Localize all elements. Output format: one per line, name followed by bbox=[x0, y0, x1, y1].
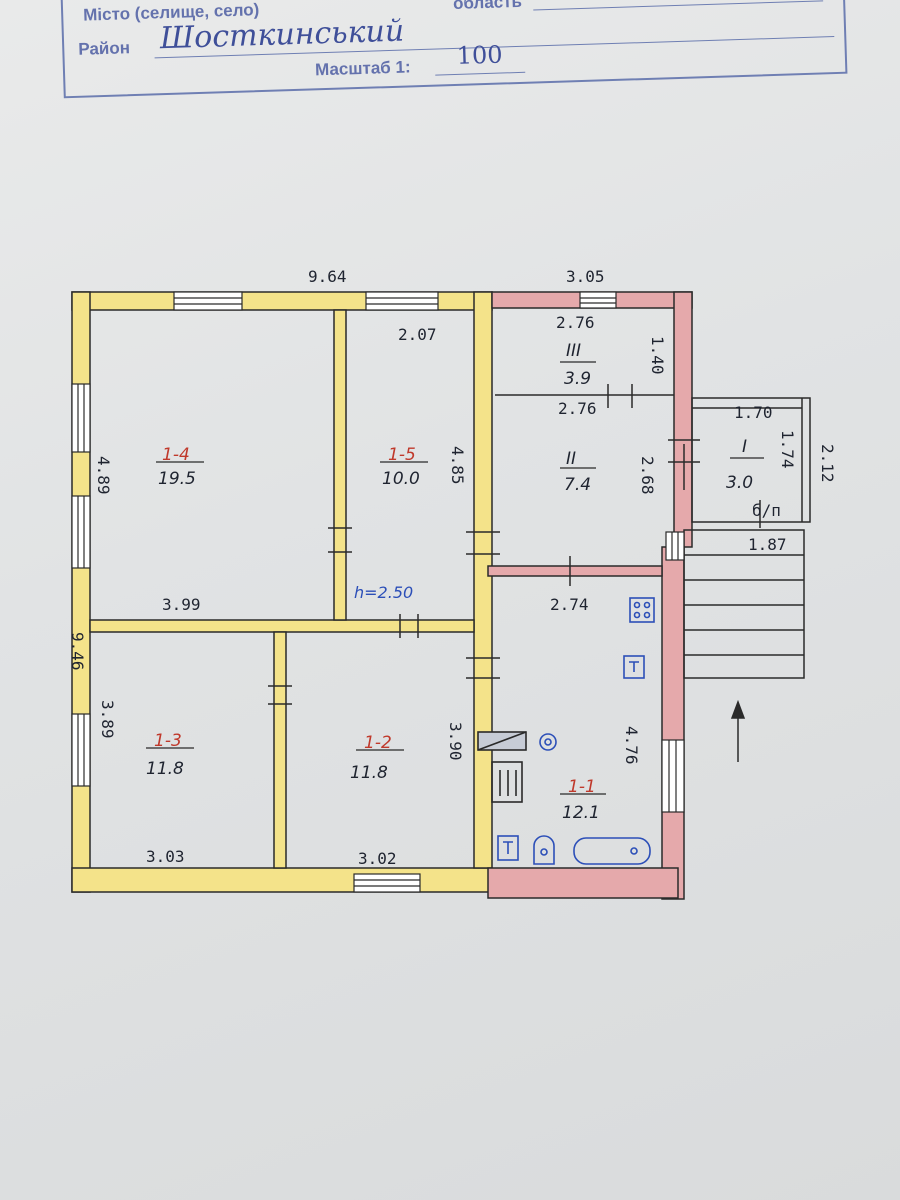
dim-3-90: 3.90 bbox=[446, 722, 465, 761]
dim-4-85: 4.85 bbox=[448, 446, 467, 485]
room-I-area: 3.0 bbox=[726, 473, 753, 493]
dim-2-68: 2.68 bbox=[638, 456, 657, 495]
stove-icon bbox=[629, 597, 655, 623]
room-I-id: I bbox=[742, 437, 747, 457]
room-1-3-area: 11.8 bbox=[146, 759, 184, 779]
window-left-1 bbox=[71, 383, 91, 453]
toilet-icon bbox=[533, 835, 555, 865]
window-left-3 bbox=[71, 713, 91, 787]
dim-3-89: 3.89 bbox=[98, 700, 117, 739]
window-top-3 bbox=[579, 291, 617, 309]
ceiling-height: h=2.50 bbox=[354, 583, 413, 602]
dim-2-76-mid: 2.76 bbox=[558, 399, 597, 418]
radiator-icon bbox=[491, 761, 523, 803]
dim-total-width: 9.64 bbox=[308, 267, 347, 286]
room-1-1-area: 12.1 bbox=[562, 803, 600, 823]
door-II-I bbox=[668, 439, 700, 490]
room-1-4-id: 1-4 bbox=[162, 445, 190, 465]
porch-label: б/п bbox=[752, 501, 781, 520]
dim-right-width: 3.05 bbox=[566, 267, 605, 286]
room-II-id: II bbox=[566, 449, 576, 469]
dim-2-12: 2.12 bbox=[818, 444, 837, 483]
window-top-2 bbox=[365, 291, 439, 311]
room-1-5-area: 10.0 bbox=[382, 469, 420, 489]
dim-3-02: 3.02 bbox=[358, 849, 397, 868]
bathtub-icon bbox=[573, 837, 651, 865]
dim-2-07: 2.07 bbox=[398, 325, 437, 344]
dim-1-87: 1.87 bbox=[748, 535, 787, 554]
sink-icon bbox=[623, 655, 645, 679]
room-1-4-area: 19.5 bbox=[158, 469, 196, 489]
window-top-1 bbox=[173, 291, 243, 311]
stairs bbox=[683, 529, 805, 679]
vestibule bbox=[691, 397, 811, 523]
window-left-2 bbox=[71, 495, 91, 569]
window-right bbox=[661, 739, 685, 813]
door-15-hall bbox=[399, 614, 419, 638]
room-1-5-id: 1-5 bbox=[388, 445, 416, 465]
dim-total-height: 9.46 bbox=[68, 632, 87, 671]
walls-yellow bbox=[71, 291, 493, 893]
dim-2-74: 2.74 bbox=[550, 595, 589, 614]
door-14-15 bbox=[328, 527, 352, 553]
room-1-2-area: 11.8 bbox=[350, 763, 388, 783]
room-III-area: 3.9 bbox=[564, 369, 591, 389]
dim-4-89: 4.89 bbox=[94, 456, 113, 495]
entry-arrow bbox=[730, 699, 746, 762]
room-III-id: III bbox=[566, 341, 581, 361]
dim-1-74: 1.74 bbox=[778, 430, 797, 469]
dim-3-03: 3.03 bbox=[146, 847, 185, 866]
water-heater-icon bbox=[477, 731, 527, 751]
fixtures bbox=[477, 597, 655, 865]
windows bbox=[71, 291, 685, 893]
dim-2-76-top: 2.76 bbox=[556, 313, 595, 332]
room-1-2-id: 1-2 bbox=[364, 733, 392, 753]
room-1-3-id: 1-3 bbox=[154, 731, 182, 751]
washbasin-icon bbox=[497, 835, 519, 861]
interior-lines bbox=[495, 384, 674, 408]
dim-1-40: 1.40 bbox=[648, 336, 667, 375]
room-1-1-id: 1-1 bbox=[568, 777, 596, 797]
room-II-area: 7.4 bbox=[564, 475, 591, 495]
dim-3-99: 3.99 bbox=[162, 595, 201, 614]
window-stairwell bbox=[665, 531, 685, 561]
doors bbox=[268, 439, 761, 705]
boiler-icon bbox=[539, 733, 557, 751]
door-13-12 bbox=[268, 685, 292, 705]
door-12-11 bbox=[466, 657, 500, 679]
dim-4-76: 4.76 bbox=[622, 726, 641, 765]
dim-1-70: 1.70 bbox=[734, 403, 773, 422]
door-15-II bbox=[466, 531, 500, 555]
window-bottom bbox=[353, 873, 421, 893]
